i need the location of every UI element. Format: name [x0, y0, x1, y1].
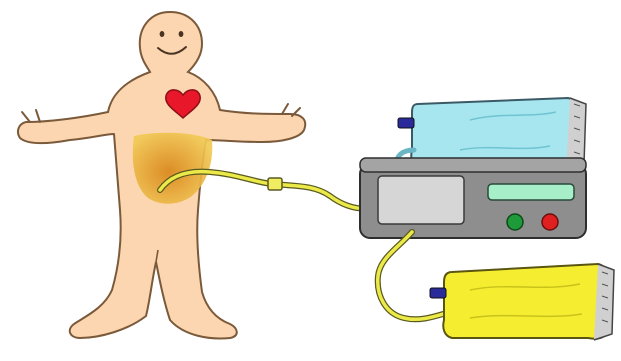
- machine-display: [488, 184, 574, 200]
- green-button: [507, 214, 523, 230]
- fresh-bag-port: [398, 118, 414, 128]
- dialysis-machine: [360, 158, 586, 238]
- left-eye: [160, 31, 165, 37]
- right-eye: [179, 31, 184, 37]
- red-button: [542, 214, 558, 230]
- machine-panel: [378, 176, 464, 224]
- left-hand-lines: [22, 110, 40, 122]
- drain-bag-port: [430, 288, 446, 298]
- tube-connector: [268, 178, 282, 190]
- drain-tube: [378, 232, 450, 319]
- drain-bag: [430, 264, 614, 340]
